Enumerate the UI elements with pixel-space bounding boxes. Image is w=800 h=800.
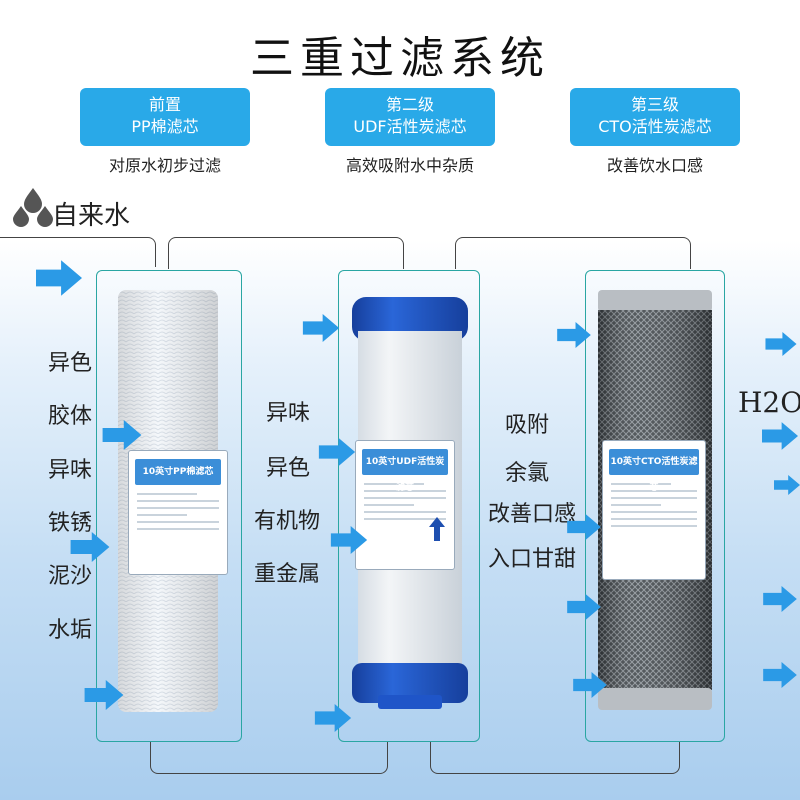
removes-label: 铁锈 bbox=[48, 511, 93, 536]
flow-arrow-icon bbox=[70, 532, 110, 562]
effect-label: 入口甘甜 bbox=[488, 547, 577, 572]
cto-filter-tag: 10英寸CTO活性炭滤芯 bbox=[602, 440, 706, 580]
pipe-bottom-2 bbox=[430, 742, 680, 774]
flow-arrow-icon bbox=[762, 422, 798, 450]
flow-arrow-icon bbox=[763, 586, 797, 612]
badge-line1: 第二级 bbox=[385, 95, 434, 114]
flow-arrow-icon bbox=[36, 260, 82, 296]
flow-arrow-icon bbox=[84, 680, 124, 710]
up-arrow-icon bbox=[429, 517, 445, 541]
cto-tag-title: 10英寸CTO活性炭滤芯 bbox=[609, 449, 699, 493]
filter-frame-udf bbox=[338, 270, 480, 742]
removes-label: 异色 bbox=[266, 456, 311, 481]
flow-arrow-icon bbox=[567, 514, 601, 540]
pipe-top-1 bbox=[168, 237, 404, 269]
effect-label: 改善口感 bbox=[488, 502, 577, 527]
effect-label: 余氯 bbox=[505, 461, 550, 486]
badge-line1: 前置 bbox=[148, 95, 181, 114]
removes-label: 异味 bbox=[48, 458, 93, 483]
effect-label: 吸附 bbox=[505, 413, 550, 438]
flow-arrow-icon bbox=[330, 526, 368, 554]
flow-arrow-icon bbox=[102, 420, 142, 450]
flow-arrow-icon bbox=[763, 662, 797, 688]
flow-arrow-icon bbox=[318, 438, 356, 466]
removes-label: 泥沙 bbox=[48, 564, 93, 589]
removes-label: 有机物 bbox=[254, 509, 321, 534]
flow-arrow-icon bbox=[314, 704, 352, 732]
stage-desc-pp: 对原水初步过滤 bbox=[108, 156, 221, 175]
water-drops-icon bbox=[13, 188, 53, 227]
badge-line2: UDF活性炭滤芯 bbox=[353, 117, 467, 136]
stage-desc-udf: 高效吸附水中杂质 bbox=[345, 156, 474, 175]
udf-filter-tag: 10英寸UDF活性炭滤芯 bbox=[355, 440, 455, 570]
removes-label: 胶体 bbox=[48, 404, 93, 429]
source-water-label: 自来水 bbox=[52, 201, 131, 231]
removes-label: 水垢 bbox=[48, 618, 93, 643]
flow-arrow-icon bbox=[302, 314, 340, 342]
removes-label: 异味 bbox=[266, 401, 311, 426]
removes-label: 重金属 bbox=[254, 562, 321, 587]
badge-line2: PP棉滤芯 bbox=[131, 117, 199, 136]
stage-badge-pp: 前置 PP棉滤芯 bbox=[80, 88, 250, 146]
stage-badge-cto: 第三级 CTO活性炭滤芯 bbox=[570, 88, 740, 146]
flow-arrow-icon bbox=[557, 322, 591, 348]
flow-arrow-icon bbox=[567, 594, 601, 620]
badge-line2: CTO活性炭滤芯 bbox=[598, 117, 712, 136]
output-water-label: H2O bbox=[738, 386, 800, 419]
flow-arrow-icon bbox=[573, 672, 607, 698]
removes-label: 异色 bbox=[48, 351, 93, 376]
filter-frame-cto bbox=[585, 270, 725, 742]
flow-arrow-icon bbox=[765, 332, 797, 356]
flow-arrow-icon bbox=[774, 474, 800, 496]
stage-badge-udf: 第二级 UDF活性炭滤芯 bbox=[325, 88, 495, 146]
filter-frame-pp bbox=[96, 270, 242, 742]
pp-filter-tag: 10英寸PP棉滤芯 bbox=[128, 450, 228, 575]
pipe-top-2 bbox=[455, 237, 691, 269]
badge-line1: 第三级 bbox=[630, 95, 679, 114]
pp-tag-title: 10英寸PP棉滤芯 bbox=[135, 459, 221, 485]
pipe-inlet bbox=[0, 237, 156, 267]
stage-desc-cto: 改善饮水口感 bbox=[606, 156, 703, 175]
udf-tag-title: 10英寸UDF活性炭滤芯 bbox=[362, 449, 448, 493]
page-title: 三重过滤系统 bbox=[250, 33, 550, 84]
pipe-bottom-1 bbox=[150, 742, 388, 774]
